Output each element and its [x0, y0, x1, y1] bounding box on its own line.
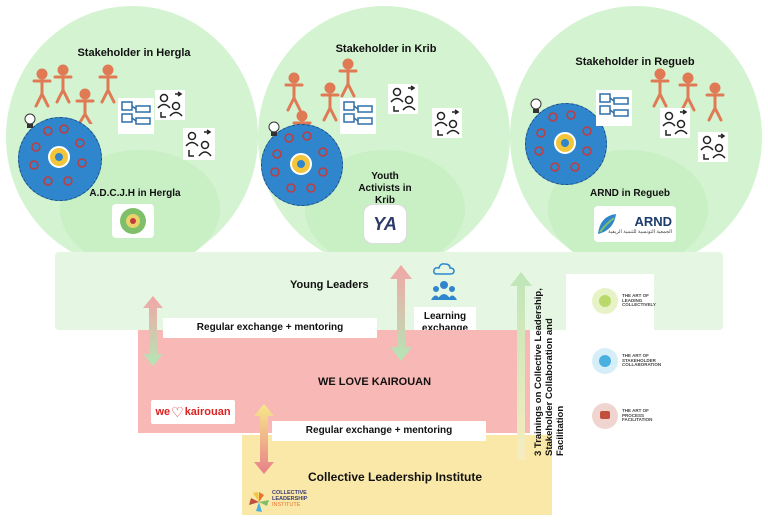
- arrow-we-love-cli: [254, 404, 274, 474]
- cli-logo-line2: LEADERSHIP: [272, 496, 308, 502]
- exchange-people-icon-krib-1: [388, 84, 418, 114]
- stakeholder-title-krib: Stakeholder in Krib: [335, 43, 437, 55]
- heart-icon: ♡: [171, 403, 184, 420]
- planning-board-icon-regueb: [596, 90, 632, 126]
- stakeholder-figures-hergla: [32, 64, 118, 124]
- cli-logo-line1: COLLECTIVE: [272, 490, 307, 496]
- training-stakeholder-text: THE ART OF STAKEHOLDER COLLABORATION: [622, 352, 662, 368]
- exchange-people-icon-krib-2: [432, 108, 462, 138]
- arnd-leaf-icon: [598, 214, 616, 234]
- lightbulb-icon-krib: [268, 121, 280, 136]
- team-icon: [431, 281, 457, 300]
- arrow-cli-young-leaders: [510, 272, 532, 460]
- lightbulb-icon-hergla: [24, 113, 36, 128]
- process-facilitation-icon: [592, 403, 618, 429]
- young-leaders-label: Young Leaders: [290, 279, 369, 291]
- org-name-hergla: A.D.C.J.H in Hergla: [89, 188, 181, 199]
- stakeholder-figures-krib: [284, 58, 358, 138]
- cloud-icon: [433, 263, 455, 275]
- hub-people-icon-krib: [270, 131, 328, 193]
- stakeholder-title-hergla: Stakeholder in Hergla: [77, 47, 191, 59]
- arrow-young-leaders-we-love: [143, 296, 163, 366]
- cli-logo-mark-icon: [249, 492, 269, 512]
- lightbulb-icon-regueb: [530, 98, 542, 113]
- planning-board-icon-krib: [340, 98, 376, 134]
- stakeholder-figures-regueb: [650, 68, 725, 122]
- hub-people-icon-hergla: [29, 124, 87, 186]
- stakeholder-title-regueb: Stakeholder in Regueb: [575, 56, 695, 68]
- leading-collectively-icon: [592, 288, 618, 314]
- we-love-kairouan-logo: we ♡ kairouan: [151, 400, 235, 424]
- org-name-regueb: ARND in Regueb: [590, 188, 670, 199]
- arrow-krib-we-love: [390, 265, 412, 361]
- exchange-people-icon-hergla-1: [155, 90, 185, 120]
- training-leading-text: THE ART OF LEADING COLLECTIVELY: [622, 292, 656, 308]
- training-leading-collectively: THE ART OF LEADING COLLECTIVELY: [592, 288, 662, 314]
- exchange-people-icon-hergla-2: [183, 128, 215, 160]
- arnd-logo-subtext: الجمعية التونسية للتنمية الريفية: [608, 228, 672, 235]
- training-stakeholder-collaboration: THE ART OF STAKEHOLDER COLLABORATION: [592, 348, 662, 374]
- exchange-people-icon-regueb-1: [660, 108, 690, 138]
- planning-board-icon-hergla: [118, 98, 154, 134]
- we-love-logo-text: we: [155, 406, 171, 418]
- we-love-logo-city: kairouan: [184, 406, 231, 418]
- cli-label: Collective Leadership Institute: [308, 470, 483, 484]
- regular-exchange-bottom: Regular exchange + mentoring: [272, 421, 486, 441]
- ya-logo-text: YA: [373, 213, 397, 234]
- adcjh-logo: [112, 204, 154, 238]
- adcjh-emblem-icon: [120, 208, 146, 234]
- youth-activists-logo: YA: [363, 204, 407, 244]
- we-love-kairouan-label: WE LOVE KAIROUAN: [318, 376, 432, 388]
- stakeholder-collaboration-icon: [592, 348, 618, 374]
- arnd-logo-text: ARND: [634, 213, 672, 229]
- regular-exchange-top: Regular exchange + mentoring: [163, 318, 377, 338]
- cli-logo-text: COLLECTIVE LEADERSHIP INSTITUTE: [272, 490, 307, 508]
- training-process-facilitation: THE ART OF PROCESS FACILITATION: [592, 403, 662, 429]
- hub-people-icon-regueb: [534, 110, 592, 172]
- training-facilitation-text: THE ART OF PROCESS FACILITATION: [622, 407, 653, 423]
- org-name-krib: Youth Activists in Krib: [358, 171, 412, 206]
- cli-band: [242, 435, 552, 515]
- cli-logo-line3: INSTITUTE: [272, 502, 301, 508]
- exchange-people-icon-regueb-2: [698, 132, 728, 162]
